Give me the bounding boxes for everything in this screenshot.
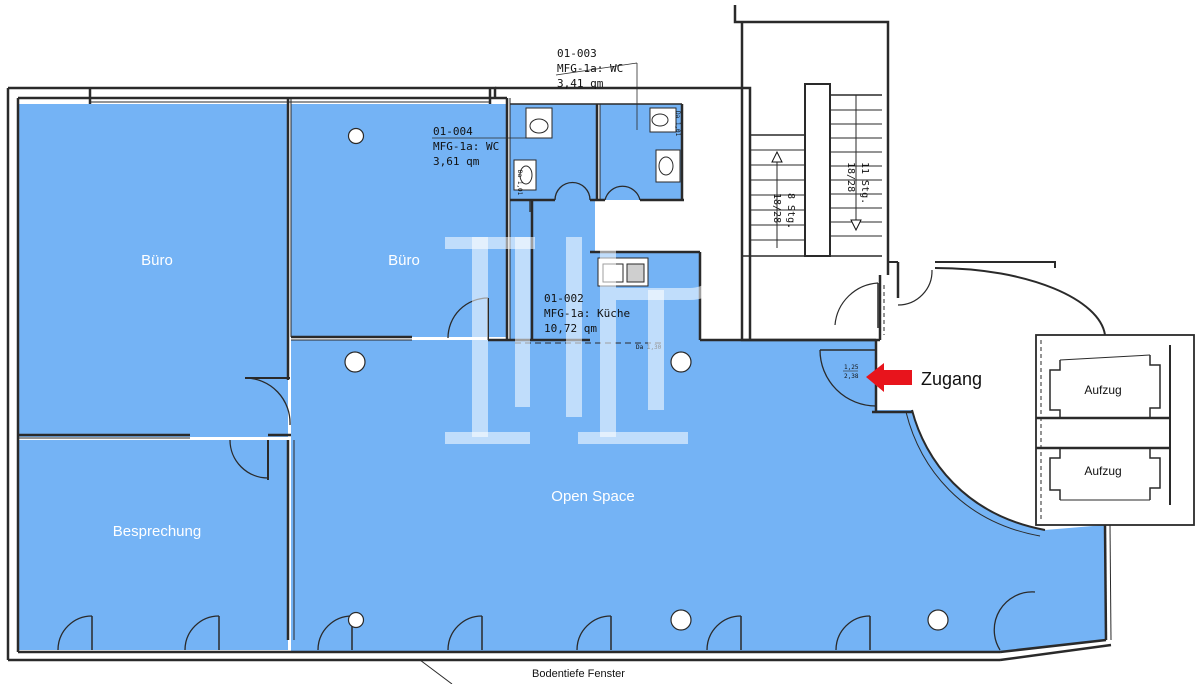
column-icon bbox=[670, 351, 692, 373]
entrance-label: Zugang bbox=[921, 369, 982, 389]
room-besprechung[interactable] bbox=[18, 440, 288, 650]
floor-areas bbox=[18, 104, 1106, 651]
stair-left-ratio: 18/28 bbox=[771, 193, 782, 223]
wall-tag-1: Da 1,01 bbox=[674, 111, 681, 137]
door-tag-top: 1,25 bbox=[844, 364, 859, 371]
stair-left-steps: 8 Stg. bbox=[785, 193, 796, 229]
column-icon bbox=[344, 351, 366, 373]
elevator-2-label: Aufzug bbox=[1084, 464, 1121, 478]
kitchen-area: 10,72 qm bbox=[544, 322, 597, 335]
room-buero-mid[interactable] bbox=[291, 104, 507, 337]
column-icon bbox=[670, 609, 692, 631]
label-buero-mid: Büro bbox=[388, 252, 420, 269]
hp-logo-watermark bbox=[445, 237, 724, 444]
fixtures bbox=[513, 107, 681, 287]
column-icon bbox=[347, 127, 365, 145]
label-open-space: Open Space bbox=[551, 488, 634, 505]
wc-b-area: 3,61 qm bbox=[433, 155, 480, 168]
label-besprechung: Besprechung bbox=[113, 523, 201, 540]
column-icon bbox=[347, 611, 365, 629]
entrance-arrow-icon bbox=[866, 363, 912, 392]
wc-a-type: MFG-1a: WC bbox=[557, 62, 623, 75]
wc-a-id: 01-003 bbox=[557, 47, 597, 60]
wc-b-type: MFG-1a: WC bbox=[433, 140, 499, 153]
elevator-block bbox=[1035, 334, 1195, 526]
columns bbox=[344, 127, 949, 631]
label-buero-left: Büro bbox=[141, 252, 173, 269]
kitchen-id: 01-002 bbox=[544, 292, 584, 305]
kitchen-type: MFG-1a: Küche bbox=[544, 307, 630, 320]
column-icon bbox=[927, 609, 949, 631]
door-tag-bottom: 2,38 bbox=[844, 373, 859, 380]
room-open-space[interactable] bbox=[291, 340, 1106, 651]
wc-b-id: 01-004 bbox=[433, 125, 473, 138]
staircase[interactable] bbox=[733, 5, 933, 342]
room-buero-left[interactable] bbox=[18, 104, 288, 437]
stair-right-steps: 11 Stg. bbox=[859, 162, 870, 204]
lobby-walls bbox=[934, 261, 1106, 336]
wc-a-area: 3,41 qm bbox=[557, 77, 604, 90]
stair-right-ratio: 18/28 bbox=[845, 162, 856, 192]
wall-tag-2: Da 1,01 bbox=[516, 170, 523, 196]
elevator-1-label: Aufzug bbox=[1084, 383, 1121, 397]
window-caption: Bodentiefe Fenster bbox=[532, 668, 625, 680]
